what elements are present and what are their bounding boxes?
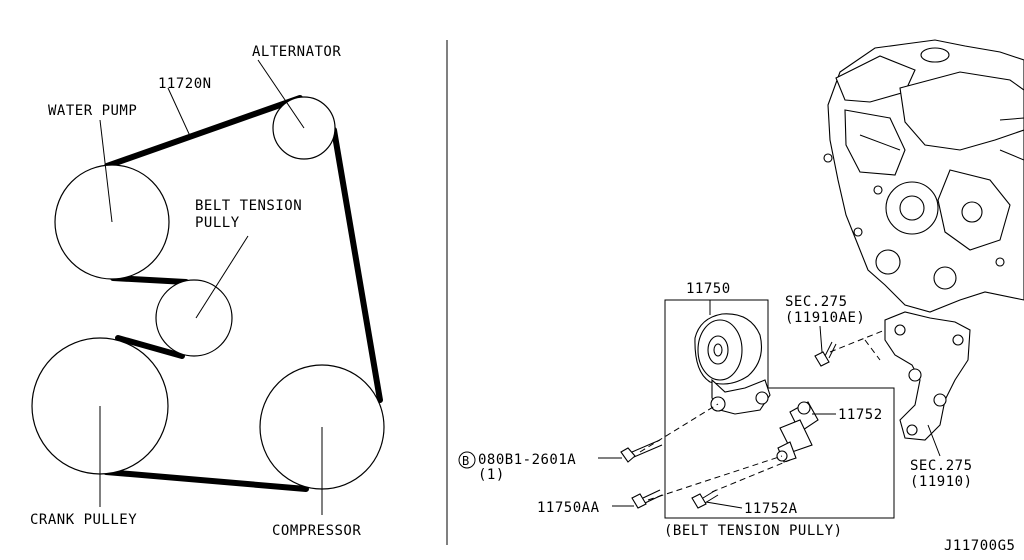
label-sec275-b-ref: (11910): [910, 474, 973, 490]
leader-line: [927, 424, 941, 457]
bolt-11752a: [691, 489, 719, 509]
label-tension-pulley-1: BELT TENSION: [195, 198, 302, 214]
belt-segment: [331, 127, 383, 403]
bolt-type-b-marker: [458, 451, 476, 469]
label-11750aa: 11750AA: [537, 500, 600, 516]
label-crank-pulley: CRANK PULLEY: [30, 512, 137, 528]
belt-segment: [103, 469, 309, 492]
label-water-pump: WATER PUMP: [48, 103, 137, 119]
belt-segment: [104, 95, 303, 169]
leader-line: [705, 501, 743, 509]
label-bolt-b-marker: B: [462, 454, 470, 468]
label-alternator: ALTERNATOR: [252, 44, 341, 60]
alignment-line: [864, 339, 881, 361]
bolt-11750aa: [631, 489, 663, 509]
belt-segment: [110, 275, 189, 285]
label-belt-part: 11720N: [158, 76, 212, 92]
label-sec275-b: SEC.275: [910, 458, 973, 474]
leader-line: [819, 325, 823, 353]
alignment-line: [647, 455, 783, 501]
tensioner-damper: [776, 401, 819, 463]
label-080b1-qty: (1): [478, 467, 505, 483]
assembly-frame: [664, 299, 895, 519]
label-sec275-a-ref: (11910AE): [785, 310, 865, 326]
label-compressor: COMPRESSOR: [272, 523, 361, 539]
belt-segment: [115, 335, 185, 359]
alignment-line: [639, 403, 719, 453]
label-sec275-a: SEC.275: [785, 294, 848, 310]
bolt-080b1-2601a: [620, 439, 663, 463]
diagram-id: J11700G5: [944, 538, 1015, 554]
leader-line: [99, 119, 113, 223]
alignment-line: [829, 329, 886, 353]
label-11750: 11750: [686, 281, 731, 297]
bolt-sec275: [814, 341, 837, 367]
engine-block-illustration: [823, 39, 1024, 313]
label-11752: 11752: [838, 407, 883, 423]
belt-routing-diagram: ALTERNATOR 11720N WATER PUMP BELT TENSIO…: [30, 44, 385, 539]
label-11752a: 11752A: [744, 501, 798, 517]
belt-tension-pulley: [155, 279, 233, 357]
label-080b1-2601a: 080B1-2601A: [478, 452, 576, 468]
label-tension-pulley-2: PULLY: [195, 215, 240, 231]
label-assembly-caption: (BELT TENSION PULLY): [664, 523, 843, 539]
leader-line: [167, 87, 191, 137]
tension-pulley-wheel: [694, 313, 771, 415]
leader-line: [195, 235, 249, 319]
leader-line: [257, 59, 305, 129]
mounting-bracket: [884, 311, 971, 441]
alignment-line: [711, 459, 791, 493]
